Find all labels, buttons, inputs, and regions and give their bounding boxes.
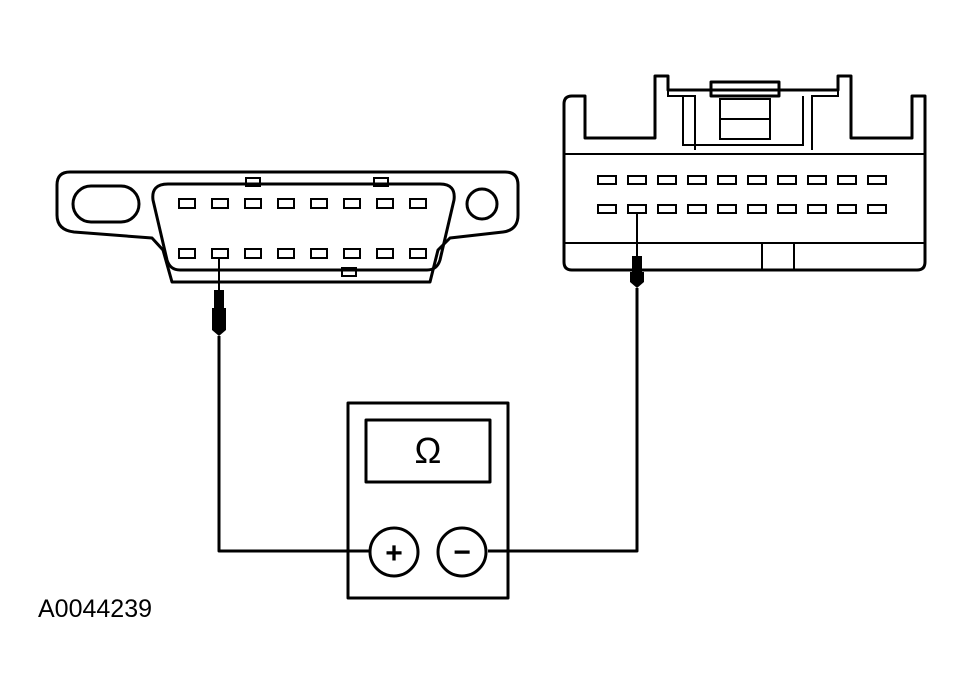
dlc-connector-face (151, 182, 456, 272)
dlc-pin-row-top (178, 198, 427, 209)
ohm-symbol: Ω (415, 430, 442, 471)
dlc-right-mount-hole (465, 187, 499, 221)
positive-terminal-label: + (385, 537, 403, 570)
negative-terminal (436, 526, 488, 578)
figure-id: A0044239 (38, 595, 152, 623)
module-pin-row-bottom (597, 204, 887, 214)
ohmmeter: Ω + − (346, 401, 510, 600)
ohmmeter-body (346, 401, 510, 600)
dlc-left-mount-slot (71, 184, 141, 224)
positive-test-lead (217, 336, 369, 553)
module-lock-tab (709, 80, 781, 98)
ohmmeter-display (364, 418, 492, 484)
left-probe (212, 290, 226, 336)
dlc-key-tab (245, 177, 261, 187)
dlc-key-tab (341, 267, 357, 277)
negative-test-lead (488, 288, 639, 553)
module-connector-body (562, 74, 927, 272)
negative-terminal-label: − (453, 536, 471, 569)
module-latch-left (667, 90, 696, 150)
dlc-connector (55, 170, 520, 290)
right-probe (630, 256, 644, 288)
dlc-key-tab (373, 177, 389, 187)
positive-terminal (368, 526, 420, 578)
module-latch-right (811, 90, 839, 150)
module-latch-inner (682, 96, 804, 146)
dlc-connector-body (55, 170, 520, 284)
module-connector (562, 74, 927, 272)
module-pin-row-top (597, 175, 887, 185)
dlc-pin-row-bottom (178, 248, 427, 259)
